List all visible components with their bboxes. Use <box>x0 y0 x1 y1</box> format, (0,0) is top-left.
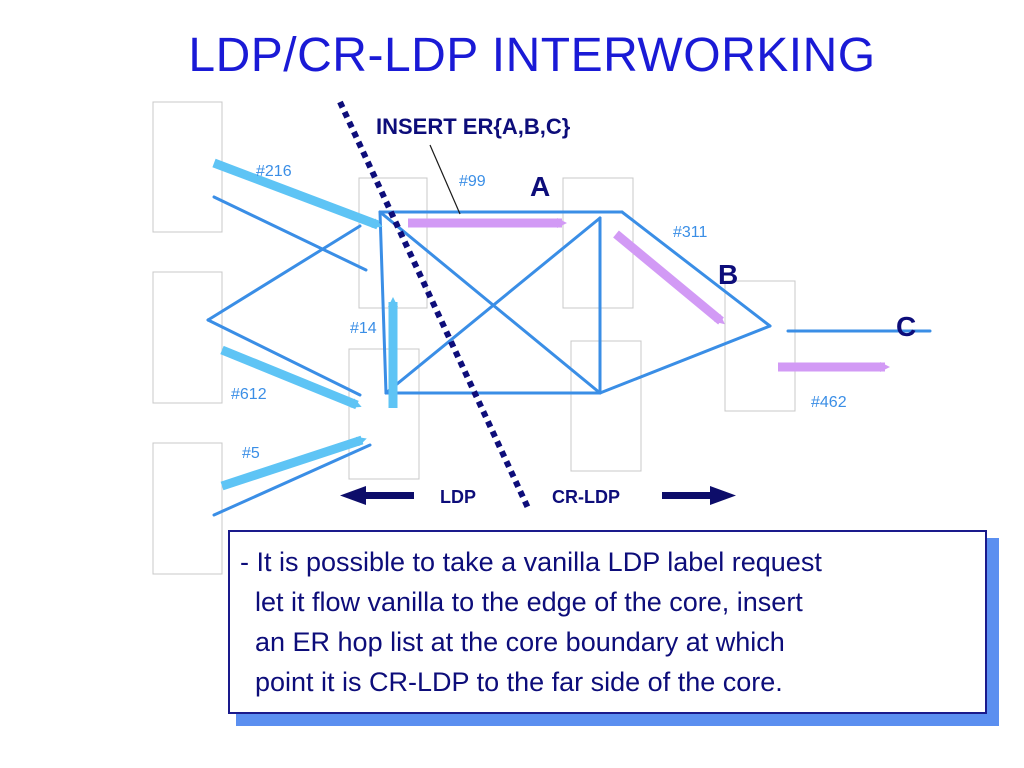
label-612: #612 <box>231 386 267 403</box>
link <box>206 318 362 397</box>
link <box>212 443 372 517</box>
link <box>598 324 772 395</box>
region-label-crldp: CR-LDP <box>552 487 620 507</box>
label-5: #5 <box>242 445 260 462</box>
router-image-1 <box>152 101 223 233</box>
label-462: #462 <box>811 394 847 411</box>
label-311: #311 <box>673 224 708 241</box>
label-99: #99 <box>459 173 486 190</box>
core-boundary-line <box>337 100 531 510</box>
callout-line: - It is possible to take a vanilla LDP l… <box>240 547 822 577</box>
link <box>378 210 388 395</box>
crldp-region-arrow-head <box>710 486 736 505</box>
callout-line: an ER hop list at the core boundary at w… <box>240 627 785 657</box>
network-links <box>206 195 932 517</box>
node-label-b: B <box>718 259 738 290</box>
region-arrows <box>340 486 736 505</box>
router-image-7 <box>570 340 642 472</box>
node-label-a: A <box>530 171 550 202</box>
router-image-8 <box>724 280 796 412</box>
ldp-region-arrow-head <box>340 486 366 505</box>
annotation-pointer <box>429 144 461 215</box>
link <box>378 210 602 395</box>
arrow-5 <box>220 435 367 491</box>
router-image-2 <box>152 271 223 404</box>
callout-box: - It is possible to take a vanilla LDP l… <box>228 530 987 714</box>
arrow-311 <box>613 230 725 325</box>
region-label-ldp: LDP <box>440 487 476 507</box>
ldp-arrows <box>212 158 398 491</box>
node-label-c: C <box>896 311 916 342</box>
callout-line: point it is CR-LDP to the far side of th… <box>240 667 783 697</box>
label-14: #14 <box>350 320 377 337</box>
crldp-arrows <box>408 218 890 372</box>
arrow-612 <box>220 345 362 410</box>
crldp-region-arrow-shaft <box>662 492 714 499</box>
arrow-216 <box>212 158 383 230</box>
link <box>206 224 362 322</box>
callout-line: let it flow vanilla to the edge of the c… <box>240 587 803 617</box>
router-image-3 <box>152 442 223 575</box>
link <box>384 216 602 395</box>
label-216: #216 <box>256 163 292 180</box>
link <box>620 210 772 328</box>
er-annotation: INSERT ER{A,B,C} <box>376 114 571 139</box>
slide-title: LDP/CR-LDP INTERWORKING <box>188 29 876 82</box>
link <box>212 195 368 272</box>
ldp-region-arrow-shaft <box>362 492 414 499</box>
